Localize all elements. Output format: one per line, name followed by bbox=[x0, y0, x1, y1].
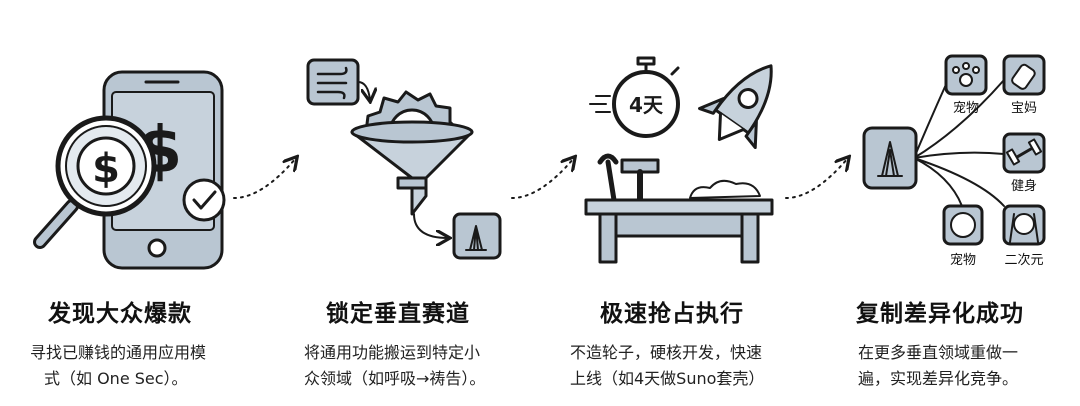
checkmark-badge-icon bbox=[182, 178, 226, 222]
stopwatch-icon: 4天 bbox=[589, 56, 680, 138]
connector-arrow-3 bbox=[785, 158, 848, 199]
step-1-desc-line-2: 式（如 One Sec）。 bbox=[44, 369, 188, 388]
step-3-title: 极速抢占执行 bbox=[600, 301, 744, 327]
step-4-title: 复制差异化成功 bbox=[856, 301, 1024, 327]
coin-dollar-symbol: $ bbox=[92, 146, 120, 192]
magnifier-icon: $ bbox=[33, 115, 157, 249]
hub-praying-hands-icon bbox=[862, 126, 918, 190]
step3-illustration: 4天 bbox=[584, 56, 774, 264]
niche-label-pets-bottom: 宠物 bbox=[950, 252, 976, 268]
step1-illustration: $ $ bbox=[33, 70, 226, 270]
timer-label: 4天 bbox=[629, 93, 664, 117]
step-2-desc-line-1: 将通用功能搬运到特定小 bbox=[304, 343, 481, 362]
baby-face-icon bbox=[942, 204, 984, 246]
funnel-icon bbox=[350, 120, 474, 216]
cloud-icon bbox=[689, 179, 761, 199]
step-3-description: 不造轮子，硬核开发，快速 上线（如4天做Suno套壳） bbox=[570, 340, 764, 392]
praying-hands-icon bbox=[452, 212, 502, 260]
step-2-description: 将通用功能搬运到特定小 众领域（如呼吸→祷告）。 bbox=[304, 340, 485, 392]
connector-arrow-1 bbox=[233, 158, 296, 199]
step-1-description: 寻找已赚钱的通用应用模 式（如 One Sec）。 bbox=[30, 340, 206, 392]
step-1-desc-line-1: 寻找已赚钱的通用应用模 bbox=[30, 343, 207, 362]
workbench-icon bbox=[584, 198, 774, 264]
illustrations: $ $ bbox=[33, 54, 1046, 270]
anime-character-icon bbox=[1002, 204, 1046, 246]
step-4-description: 在更多垂直领域重做一 遍，实现差异化竞争。 bbox=[858, 340, 1018, 392]
step-2-desc-line-2: 众领域（如呼吸→祷告）。 bbox=[304, 369, 486, 388]
step-4-desc-line-2: 遍，实现差异化竞争。 bbox=[858, 369, 1019, 388]
wrench-icon bbox=[597, 153, 619, 203]
paw-icon bbox=[944, 54, 988, 96]
baby-bottle-icon bbox=[1002, 54, 1046, 96]
dumbbell-icon bbox=[1002, 132, 1046, 174]
niche-label-pets-top: 宠物 bbox=[953, 100, 979, 116]
step-1-title: 发现大众爆款 bbox=[48, 301, 192, 327]
step-3-desc-line-1: 不造轮子，硬核开发，快速 bbox=[570, 343, 763, 362]
rocket-icon bbox=[698, 64, 773, 150]
step-3-desc-line-2: 上线（如4天做Suno套壳） bbox=[570, 369, 765, 388]
connector-arrow-2 bbox=[511, 158, 574, 199]
niche-label-anime: 二次元 bbox=[1004, 252, 1043, 268]
wind-icon bbox=[306, 58, 360, 106]
step-4-desc-line-1: 在更多垂直领域重做一 bbox=[858, 343, 1019, 362]
niche-label-mom: 宝妈 bbox=[1011, 101, 1037, 116]
hammer-icon bbox=[620, 158, 660, 203]
step2-illustration bbox=[306, 58, 502, 260]
step4-illustration: 宠物 宝妈 健身 宠物 二次元 bbox=[862, 54, 1046, 268]
niche-label-fitness: 健身 bbox=[1011, 178, 1037, 194]
step-2-title: 锁定垂直赛道 bbox=[326, 301, 470, 327]
